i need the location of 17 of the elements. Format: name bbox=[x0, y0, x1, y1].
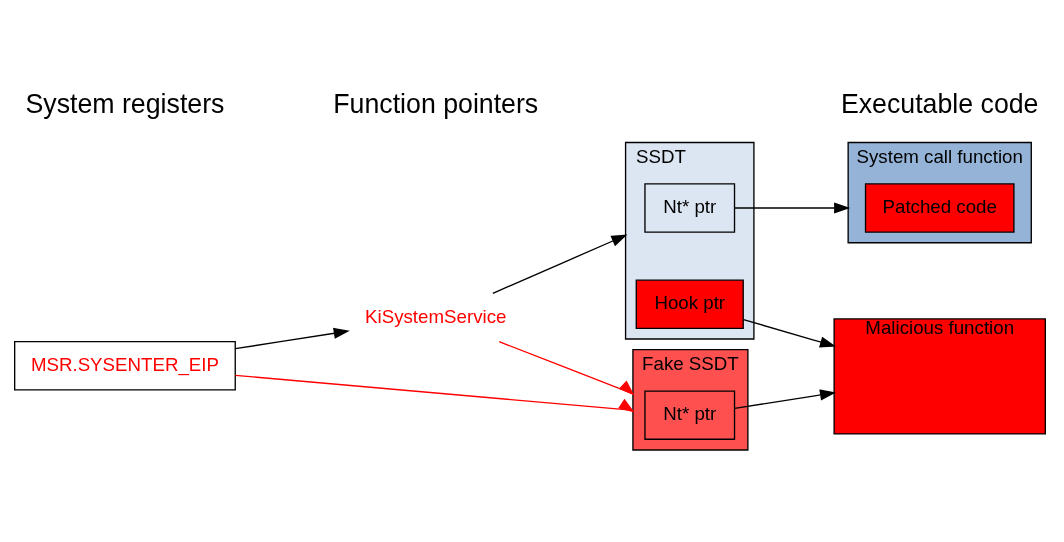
node-box: MSR.SYSENTER_EIP bbox=[14, 340, 236, 390]
arrow bbox=[734, 201, 851, 214]
arrow bbox=[734, 388, 837, 409]
arrow bbox=[742, 318, 836, 347]
arrow bbox=[234, 327, 350, 349]
arrow bbox=[234, 374, 635, 412]
node-text: KiSystemService bbox=[365, 305, 507, 327]
node-box: Nt* ptr bbox=[644, 389, 736, 440]
arrow bbox=[492, 234, 628, 294]
node-box: Nt* ptr bbox=[644, 182, 736, 233]
node-box: Patched code bbox=[864, 182, 1015, 233]
label: System registers bbox=[25, 88, 225, 119]
arrow bbox=[498, 340, 635, 396]
label: Function pointers bbox=[333, 88, 539, 119]
label: Executable code bbox=[840, 88, 1039, 119]
node-box: Hook ptr bbox=[635, 279, 744, 329]
node-box: Malicious function bbox=[833, 317, 1046, 435]
